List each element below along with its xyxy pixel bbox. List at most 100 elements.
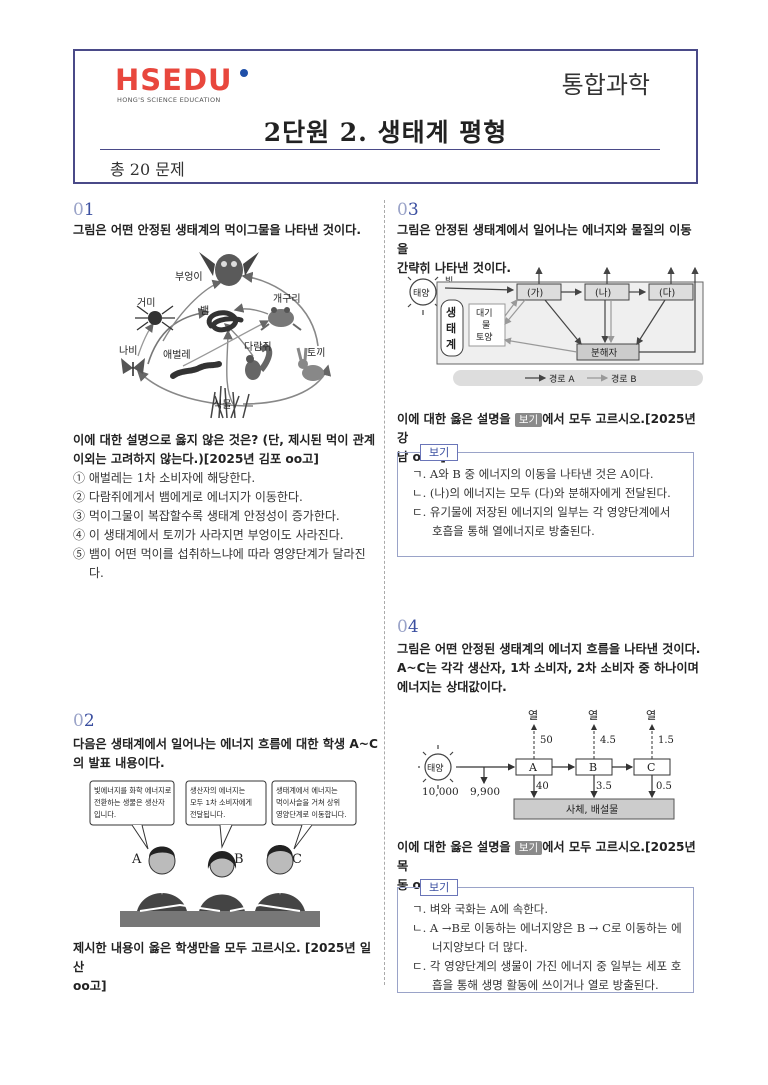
q1-choice-5[interactable]: ⑤ 뱀이 어떤 먹이를 섭취하느냐에 따라 영양단계가 달라진다. [73, 547, 366, 580]
q2-intro: 다음은 생태계에서 일어나는 에너지 흐름에 대한 학생 A~C 의 발표 내용… [73, 735, 378, 773]
down-value-c: 0.5 [656, 781, 672, 792]
heat-label-a: 열 [528, 709, 538, 722]
q4-bogi-label: 보기 [420, 879, 459, 896]
students-presentation-diagram: 빛에너지를 화학 에너지로 전환하는 생물은 생산자 입니다. 생산자의 에너지… [89, 780, 357, 927]
q1-food-web-figure: 부엉이 거미 뱀 개구리 나비 애벌레 다람쥐 토끼 식물 [103, 246, 353, 424]
box-da-label: (다) [659, 288, 675, 299]
node-a-label: A [528, 761, 538, 774]
atmosphere-box [468, 303, 506, 347]
food-web-diagram: 부엉이 거미 뱀 개구리 나비 애벌레 다람쥐 토끼 식물 [119, 252, 332, 419]
q4-intro-line2: A~C는 각각 생산자, 1차 소비자, 2차 소비자 중 하나이며 [397, 661, 699, 675]
atmosphere-label: 대기 물 토양 [476, 308, 495, 343]
box-ga-label: (가) [527, 288, 543, 299]
q2-question-line2: oo고] [73, 979, 107, 993]
q4-bogi-inline-tag: 보기 [514, 841, 543, 855]
q4-bogi-box: 보기 ㄱ. 벼와 국화는 A에 속한다. ㄴ. A →B로 이동하는 에너지양은… [397, 879, 694, 993]
label-butterfly: 나비 [119, 345, 137, 357]
arrow-light [444, 286, 515, 294]
logo-dot-icon [240, 69, 248, 77]
dead-matter-box [513, 798, 675, 820]
q3-number-digit: 3 [407, 200, 419, 220]
header-divider [100, 149, 660, 150]
bubble-c-text: 생태계에서 에너지는 먹이사슬을 거쳐 상위 영양단계로 이동합니다. [276, 786, 347, 819]
label-snake: 뱀 [200, 305, 209, 317]
q4-number-digit: 4 [407, 617, 419, 637]
q4-question-post: 에서 모두 고르시오.[2025년 목 [397, 840, 696, 873]
ecosystem-label-box [440, 299, 464, 357]
q2-number-digit: 2 [83, 711, 95, 731]
q3-number: 03 [397, 200, 419, 220]
speech-bubble-c [271, 780, 357, 826]
logo-text: HSEDU [115, 63, 233, 97]
q2-intro-line1: 다음은 생태계에서 일어나는 에너지 흐름에 대한 학생 A~C [73, 737, 378, 751]
q2-number-prefix: 0 [73, 711, 84, 731]
student-label-b: B [234, 852, 244, 867]
energy-flow-diagram: 열 열 열 50 4.5 1.5 태양 A B C 40 3.5 0.5 [417, 709, 675, 820]
q2-question: 제시한 내용이 옳은 학생만을 모두 고르시오. [2025년 일산 oo고] [73, 939, 378, 996]
student-label-a: A [131, 852, 142, 867]
q3-bogi-label: 보기 [420, 444, 459, 461]
arrow-path [223, 329, 234, 405]
q3-bogi-item-2: ㄴ. (나)의 에너지는 모두 (다)와 분해자에게 전달된다. [412, 486, 671, 500]
heat-value-c: 1.5 [658, 735, 674, 746]
q3-bogi-item-1: ㄱ. A와 B 중 에너지의 이동을 나타낸 것은 A이다. [412, 467, 654, 481]
page-header: HSEDU HONG'S SCIENCE EDUCATION 통합과학 2단원 … [73, 49, 698, 184]
q1-question-line1: 이에 대한 설명으로 옳지 않은 것은? (단, 제시된 먹이 관계 [73, 433, 376, 447]
student-b-icon [198, 851, 246, 917]
q1-question-line2: 이외는 고려하지 않는다.)[2025년 김포 oo고] [73, 452, 319, 466]
q4-energy-flow-figure: 열 열 열 50 4.5 1.5 태양 A B C 40 3.5 0.5 [417, 703, 698, 828]
label-caterpillar: 애벌레 [163, 349, 191, 361]
q1-choices: ① 애벌레는 1차 소비자에 해당한다. ② 다람쥐에게서 뱀에게로 에너지가 … [73, 469, 373, 583]
arrow-path [182, 320, 270, 367]
q1-choice-4[interactable]: ④ 이 생태계에서 토끼가 사라지면 부엉이도 사라진다. [73, 528, 344, 542]
q1-choice-1[interactable]: ① 애벌레는 1차 소비자에 해당한다. [73, 471, 256, 485]
q1-choice-3[interactable]: ③ 먹이그물이 복잡할수록 생태계 안정성이 증가한다. [73, 509, 340, 523]
column-divider [384, 200, 385, 985]
arrow-ga-decomposer [544, 299, 582, 345]
butterfly-icon [121, 358, 145, 376]
q2-question-line1: 제시한 내용이 옳은 학생만을 모두 고르시오. [2025년 일산 [73, 941, 372, 974]
q3-bogi-box: 보기 ㄱ. A와 B 중 에너지의 이동을 나타낸 것은 A이다. ㄴ. (나)… [397, 444, 694, 557]
q1-number-prefix: 0 [73, 200, 84, 220]
energy-matter-flow-diagram: 태양 빛 생 태 계 대기 물 토양 (가) (나) (다) 분해자 [403, 266, 704, 386]
arrow-path [147, 307, 210, 365]
unit-title: 2단원 2. 생태계 평형 [263, 118, 508, 147]
arrow-path [242, 364, 332, 405]
subject-title: 통합과학 [561, 71, 650, 99]
node-b-label: B [589, 761, 597, 774]
reflected-energy-value: 9,900 [470, 786, 500, 798]
logo: HSEDU HONG'S SCIENCE EDUCATION [115, 65, 305, 105]
legend-bar [453, 370, 703, 386]
caterpillar-icon [170, 361, 222, 379]
q4-number-prefix: 0 [397, 617, 408, 637]
q1-number: 01 [73, 200, 95, 220]
q3-intro-line2: 간략히 나타낸 것이다. [397, 261, 512, 275]
q3-bogi-item-3: ㄷ. 유기물에 저장된 에너지의 일부는 각 영양단계에서 호흡을 통해 열에너… [412, 505, 671, 538]
sun-label: 태양 [427, 763, 444, 774]
label-squirrel: 다람쥐 [244, 340, 272, 353]
arrow-decomposer-heat [639, 266, 699, 353]
q3-bogi-inline-tag: 보기 [514, 413, 543, 427]
q2-number: 02 [73, 711, 95, 731]
legend-label-b: 경로 B [611, 373, 637, 385]
decomposer-label: 분해자 [591, 347, 617, 359]
q3-flow-figure: 태양 빛 생 태 계 대기 물 토양 (가) (나) (다) 분해자 [403, 264, 705, 394]
q4-bogi-item-1: ㄱ. 벼와 국화는 A에 속한다. [412, 902, 549, 916]
q1-intro: 그림은 어떤 안정된 생태계의 먹이그물을 나타낸 것이다. [73, 223, 361, 237]
q4-question-pre: 이에 대한 옳은 설명을 [397, 840, 515, 854]
plant-icon [210, 385, 250, 419]
dead-matter-label: 사체, 배설물 [566, 804, 618, 816]
q4-intro: 그림은 어떤 안정된 생태계의 에너지 흐름을 나타낸 것이다. A~C는 각각… [397, 640, 707, 697]
q1-choice-2[interactable]: ② 다람쥐에게서 뱀에게로 에너지가 이동한다. [73, 490, 303, 504]
frog-icon [260, 307, 302, 331]
snake-icon [206, 310, 244, 333]
q4-bogi-item-3: ㄷ. 각 영양단계의 생물이 가진 에너지 중 일부는 세포 호흡을 통해 생명… [412, 959, 682, 992]
q3-intro: 그림은 안정된 생태계에서 일어나는 에너지와 물질의 이동을 간략히 나타낸 … [397, 221, 702, 278]
down-value-b: 3.5 [596, 781, 612, 792]
box-na-label: (나) [595, 288, 611, 299]
down-value-a: 40 [536, 781, 549, 792]
q4-intro-line1: 그림은 어떤 안정된 생태계의 에너지 흐름을 나타낸 것이다. [397, 642, 701, 656]
sun-label: 태양 [413, 288, 430, 299]
rabbit-icon [296, 347, 324, 381]
